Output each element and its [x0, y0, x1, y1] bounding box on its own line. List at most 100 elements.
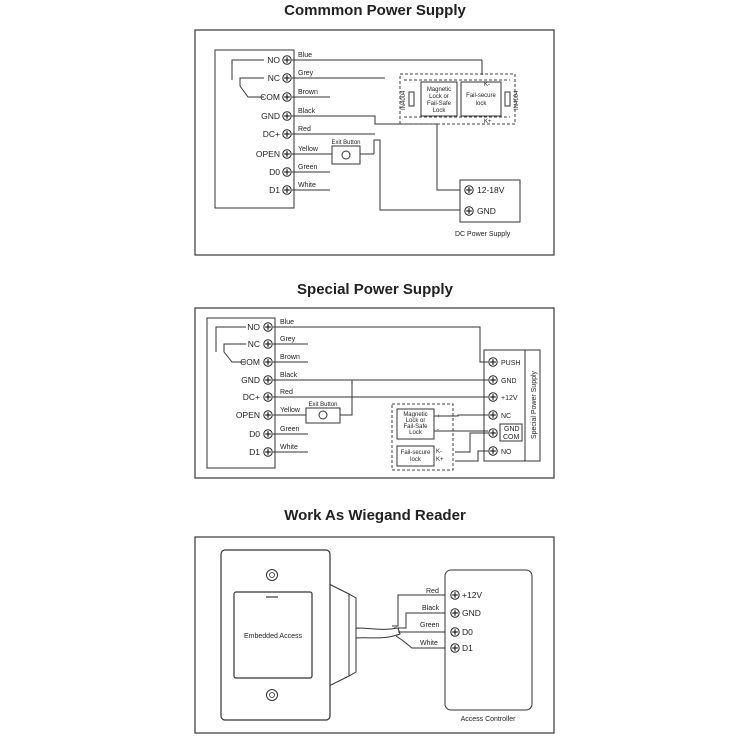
common-wire-yellow: Yellow	[298, 146, 319, 153]
common-wire-red: Red	[298, 126, 311, 133]
common-psu-screw-icon	[464, 185, 474, 195]
controller-screw-icon	[450, 590, 460, 600]
special-terminal-gnd: GND	[241, 375, 260, 385]
controller-terminal-gnd: GND	[462, 608, 481, 618]
common-diode-left-icon	[408, 91, 415, 107]
special-magnetic-lock-line1: Magnetic	[403, 412, 427, 418]
special-exit-button-label: Exit Button	[308, 402, 337, 408]
common-lock-dashed-box	[399, 73, 516, 125]
common-magnetic-lock-line1: Magnetic	[427, 87, 451, 93]
controller-screw-icon	[450, 643, 460, 653]
special-psu-screw-icon	[488, 410, 498, 420]
common-terminal-block	[214, 49, 295, 209]
common-diode-left-label: IN4004	[401, 90, 407, 110]
special-relay-nc-line	[223, 343, 246, 352]
common-magnetic-lock-line4: Lock	[433, 108, 447, 114]
special-screw-icon	[263, 447, 273, 457]
title-common-power-supply: Commmon Power Supply	[284, 2, 466, 19]
wiegand-wire-green: Green	[420, 622, 440, 629]
special-wire-grey: Grey	[280, 336, 296, 343]
title-wiegand-reader: Work As Wiegand Reader	[284, 507, 466, 524]
special-psu-screw-icon	[488, 392, 498, 402]
common-relay-com-line	[239, 85, 264, 98]
controller-terminal-d1: D1	[462, 643, 473, 653]
common-psu-label: DC Power Supply	[455, 231, 511, 238]
special-wire-blue: Blue	[280, 319, 294, 326]
special-screw-icon	[263, 429, 273, 439]
common-screw-icon	[282, 55, 292, 65]
wiegand-reader-diagram: Embedded Access Red Black Green White +1…	[194, 536, 555, 734]
controller-screw-icon	[450, 627, 460, 637]
special-screw-icon	[263, 375, 273, 385]
special-terminal-d0: D0	[249, 429, 260, 439]
common-wire-green: Green	[298, 164, 318, 171]
special-psu-12v: +12V	[501, 395, 518, 402]
special-psu-screw-icon	[488, 357, 498, 367]
special-psu-screw-icon	[488, 375, 498, 385]
special-psu-push: PUSH	[501, 360, 520, 367]
wiegand-wire-red: Red	[426, 588, 439, 595]
common-terminal-com: COM	[260, 92, 280, 102]
controller-label: Access Controller	[461, 716, 517, 723]
common-magnetic-lock-line3: Fail-Safe	[427, 101, 452, 107]
wiegand-reader-panel	[233, 591, 313, 679]
special-screw-icon	[263, 357, 273, 367]
controller-terminal-d0: D0	[462, 627, 473, 637]
special-screw-icon	[263, 392, 273, 402]
common-terminal-no: NO	[267, 55, 280, 65]
special-terminal-d1: D1	[249, 447, 260, 457]
special-wire-red: Red	[280, 389, 293, 396]
common-relay-no-line	[231, 59, 264, 80]
special-exit-button	[305, 407, 341, 424]
common-fail-secure-line2: lock	[476, 101, 488, 107]
wiegand-wire-black: Black	[422, 605, 440, 612]
special-terminal-com: COM	[240, 357, 260, 367]
wiegand-wire-white: White	[420, 640, 438, 647]
common-exit-button-label: Exit Button	[331, 140, 360, 146]
common-magnetic-lock-box	[420, 81, 458, 117]
special-fail-secure-line2: lock	[410, 457, 422, 463]
common-terminal-gnd: GND	[261, 111, 280, 121]
common-psu-pos: 12-18V	[477, 185, 505, 195]
special-wire-black: Black	[280, 372, 298, 379]
common-terminal-nc: NC	[268, 73, 280, 83]
common-exit-button-icon	[341, 150, 351, 160]
common-fail-secure-line1: Fail-secure	[466, 93, 496, 99]
common-psu-screw-icon	[464, 206, 474, 216]
special-screw-icon	[263, 322, 273, 332]
special-psu-screw-icon	[488, 446, 498, 456]
common-wire-white: White	[298, 182, 316, 189]
special-psu-com: COM	[503, 434, 520, 441]
special-wire-brown: Brown	[280, 354, 300, 361]
common-dc-power-supply	[459, 179, 521, 223]
special-wire-yellow: Yellow	[280, 407, 301, 414]
common-psu-gnd: GND	[477, 206, 496, 216]
title-special-power-supply: Special Power Supply	[297, 281, 453, 298]
common-power-supply-diagram: NO NC COM GND DC+ OPEN D0 D1 Blue Grey B…	[194, 29, 555, 256]
special-screw-icon	[263, 339, 273, 349]
special-power-supply-box	[483, 349, 541, 462]
common-diode-right-icon	[504, 91, 511, 107]
special-terminal-block	[206, 317, 276, 469]
screw-top-icon	[266, 569, 278, 581]
special-magnetic-lock-line2: Lock or	[406, 418, 426, 424]
special-fail-secure-line1: Fail-secure	[401, 450, 431, 456]
special-pol-kplus: K+	[436, 457, 444, 463]
special-psu-no: NO	[501, 449, 512, 456]
wiegand-cable-icon	[355, 627, 401, 639]
wiegand-reader-side	[328, 583, 357, 687]
common-screw-icon	[282, 149, 292, 159]
common-magnetic-lock-line2: Lock or	[429, 94, 449, 100]
common-screw-icon	[282, 111, 292, 121]
special-psu-nc: NC	[501, 413, 511, 420]
common-screw-icon	[282, 73, 292, 83]
special-fail-secure-lock-box	[396, 445, 435, 467]
special-psu-gnd2: GND	[504, 426, 520, 433]
common-wire-grey: Grey	[298, 70, 314, 77]
common-wire-blue: Blue	[298, 52, 312, 59]
special-terminal-open: OPEN	[236, 410, 260, 420]
common-terminal-d0: D0	[269, 167, 280, 177]
common-diode-right-label: IN4004	[514, 90, 520, 110]
special-terminal-nc: NC	[248, 339, 260, 349]
